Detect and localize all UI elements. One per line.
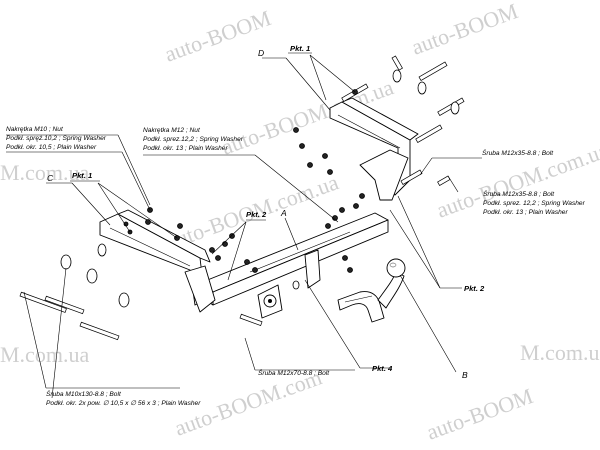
letter-a: A	[280, 208, 287, 218]
leader-lines	[6, 52, 482, 399]
left-bracket-c	[99, 209, 216, 313]
watermark-bottom-right: auto-BOOM	[423, 383, 536, 445]
watermark-lower-left: M.com.ua	[0, 342, 89, 367]
label-bolt-right-plain-washer: Podkł. okr. 13 ; Plain Washer	[483, 209, 568, 216]
label-bolt-mid: Śruba M12x70-8.8 ; Bolt	[258, 368, 330, 377]
pkt2-left-label: Pkt. 2	[246, 210, 267, 219]
label-bolt-right-spring-washer: Podkł. sprez. 12,2 ; Spring Washer	[483, 200, 586, 207]
pkt1-left-label: Pkt. 1	[72, 171, 92, 180]
right-bracket-d	[329, 97, 419, 201]
label-m10-plain-washer: Podkł. okr. 10,5 ; Plain Washer	[6, 144, 97, 151]
label-bolt-bottom-washer: Podkł. okr. 2x pow. ∅ 10,5 x ∅ 56 x 3 ; …	[46, 400, 201, 407]
hardware-left	[19, 207, 183, 341]
hardware-center	[209, 193, 365, 326]
letter-c: C	[47, 173, 54, 183]
pkt1-top-label: Pkt. 1	[290, 44, 310, 53]
label-bolt-bottom: Śruba M10x130-8.8 ; Bolt	[46, 389, 122, 398]
label-m12-plain-washer: Podkł. okr. 13 ; Plain Washer	[143, 145, 228, 152]
socket-plate	[257, 249, 321, 319]
label-m12-nut: Nakrętka M12 ; Nut	[143, 127, 201, 134]
callout-labels: Nakrętka M10 ; Nut Podkł. spręż.10,2 ; S…	[6, 44, 586, 407]
label-m10-spring-washer: Podkł. spręż.10,2 ; Spring Washer	[6, 135, 107, 142]
label-bolt-right-bolt: Śruba M12x35-8.8 ; Bolt	[483, 189, 555, 198]
watermark-top-right: auto-BOOM	[408, 0, 521, 60]
label-bolt-top: Śruba M12x35-8.8 ; Bolt	[482, 148, 554, 157]
pkt2-right-label: Pkt. 2	[464, 284, 485, 293]
pkt4-label: Pkt. 4	[372, 364, 393, 373]
label-m12-spring-washer: Podkł. sprez.12,2 ; Spring Washer	[143, 136, 244, 143]
hardware-top-right	[293, 55, 465, 186]
watermark-right-edge: M.com.ua	[520, 340, 600, 365]
letter-b: B	[462, 370, 468, 380]
letter-d: D	[258, 48, 264, 58]
tow-ball-neck-b	[337, 258, 406, 323]
label-m10-nut: Nakrętka M10 ; Nut	[6, 126, 64, 133]
